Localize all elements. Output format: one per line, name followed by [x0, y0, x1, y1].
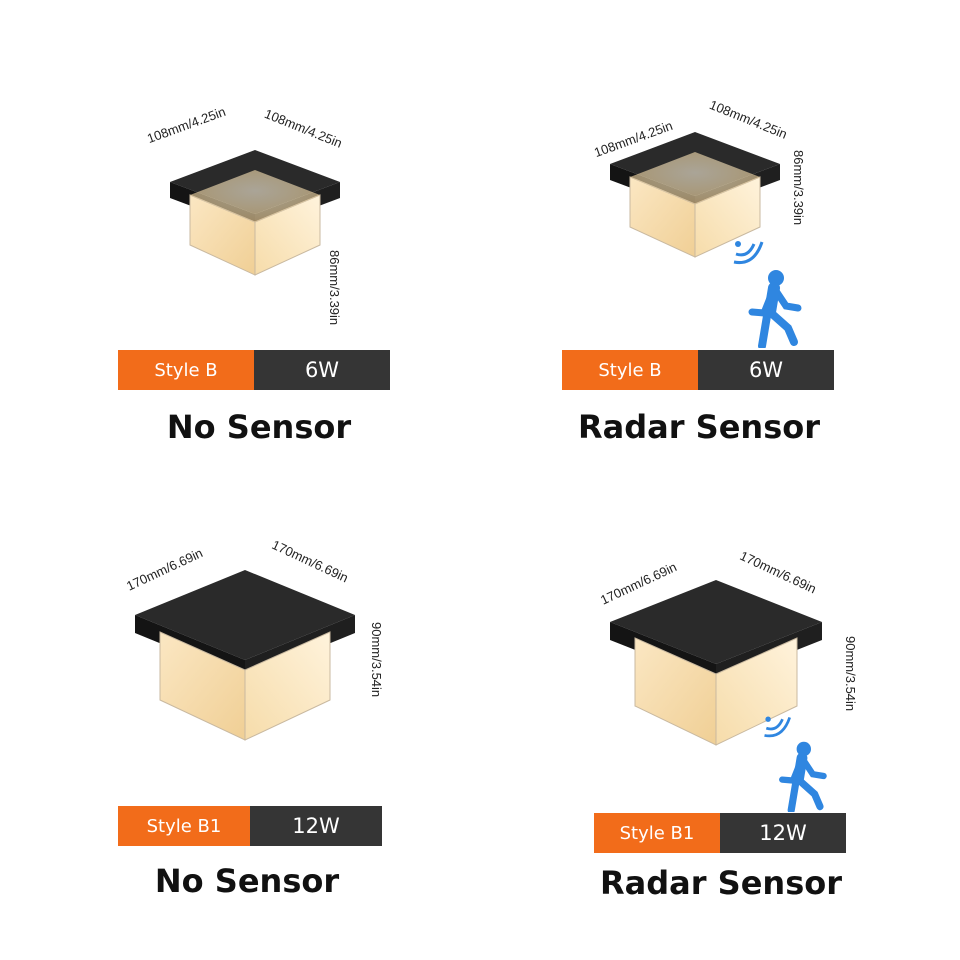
style-label: Style B1 — [594, 813, 720, 853]
walking-person-icon — [748, 270, 802, 348]
wattage-label: 6W — [698, 350, 834, 390]
sensor-caption: Radar Sensor — [578, 408, 820, 446]
spec-badge: Style B1 12W — [118, 806, 382, 846]
radar-wave-icon — [733, 241, 764, 265]
wattage-label: 12W — [250, 806, 382, 846]
style-label: Style B1 — [118, 806, 250, 846]
ceiling-lamp-icon — [170, 150, 340, 276]
ceiling-lamp-icon — [610, 132, 780, 258]
walking-person-icon — [779, 741, 827, 812]
wattage-label: 12W — [720, 813, 846, 853]
sensor-caption: No Sensor — [154, 862, 340, 900]
sensor-caption: Radar Sensor — [600, 864, 842, 902]
ceiling-lamp-icon — [610, 580, 822, 746]
ceiling-lamp-icon — [135, 570, 355, 741]
spec-badge: Style B 6W — [118, 350, 390, 390]
spec-badge: Style B1 12W — [594, 813, 846, 853]
style-label: Style B — [562, 350, 698, 390]
style-label: Style B — [118, 350, 254, 390]
radar-wave-icon — [764, 716, 791, 738]
wattage-label: 6W — [254, 350, 390, 390]
sensor-caption: No Sensor — [166, 408, 352, 446]
dim-height: 90mm/3.54in — [843, 636, 858, 712]
spec-badge: Style B 6W — [562, 350, 834, 390]
